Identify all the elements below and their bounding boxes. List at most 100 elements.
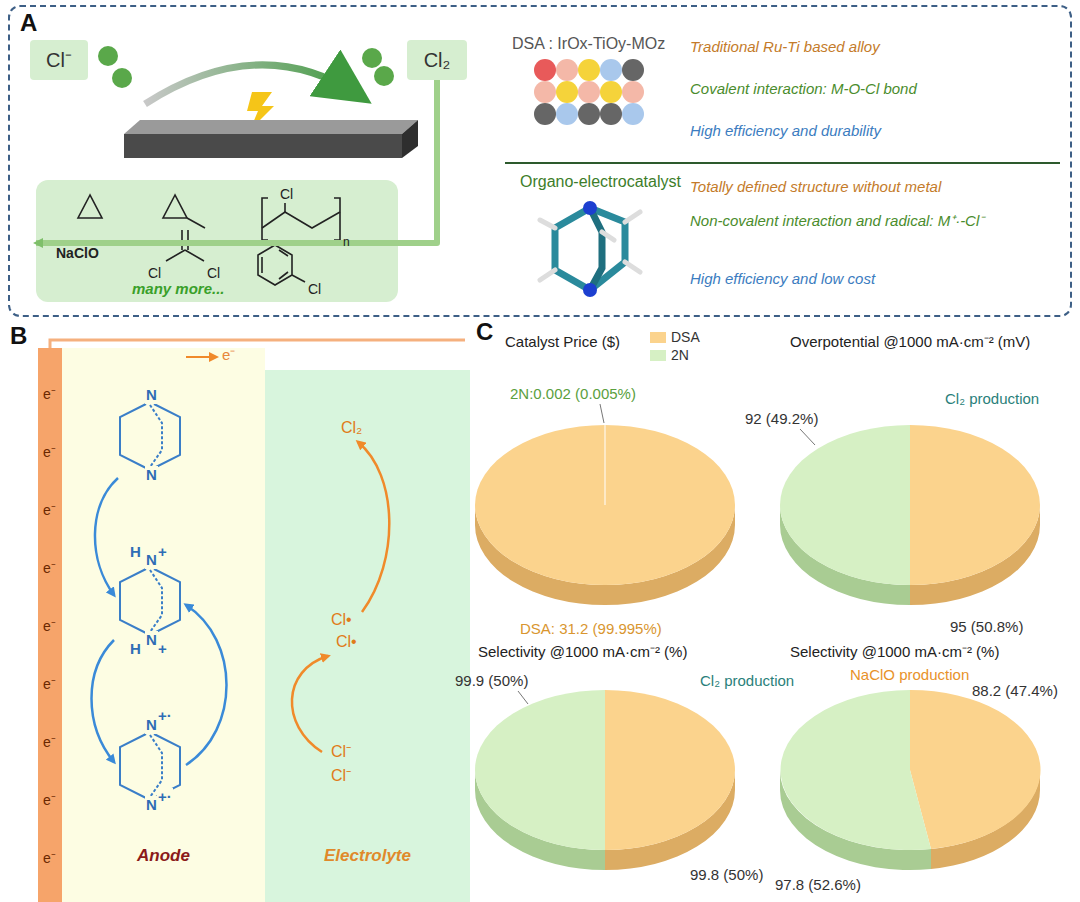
path-shape <box>292 656 328 752</box>
text-holder: N <box>145 551 158 569</box>
text-holder: Selectivity @1000 mA·cm⁻² (%) <box>478 643 687 661</box>
text-label: Organo-electrocatalyst <box>520 172 681 191</box>
path-shape <box>120 404 180 468</box>
text-holder: N <box>145 796 158 814</box>
text-label: Cl <box>148 265 161 282</box>
text-label: + <box>157 543 168 561</box>
legend: DSA2N <box>650 328 700 364</box>
text-holder: Cl <box>207 264 220 282</box>
circle-shape <box>622 59 644 81</box>
text-label: H <box>129 640 142 658</box>
path-shape <box>262 198 340 240</box>
circle-shape <box>112 68 132 88</box>
rect-shape <box>265 370 470 902</box>
node-text: Cl₂ <box>424 48 451 72</box>
polygon-shape <box>78 195 102 218</box>
circle-shape <box>600 59 622 81</box>
text-label: e⁻ <box>43 560 56 577</box>
text-holder: N <box>145 631 158 649</box>
text-label: + <box>157 640 168 658</box>
text-holder: e⁻ <box>43 559 56 577</box>
product-box: Cl₂ <box>407 40 467 80</box>
text-holder: + <box>157 543 168 561</box>
text-label: NaClO production <box>850 666 969 684</box>
line-shape <box>518 691 528 704</box>
circle-shape <box>556 59 578 81</box>
text-label: e⁻ <box>43 734 56 751</box>
line-shape <box>505 162 1060 164</box>
text-holder: +· <box>157 788 173 806</box>
line-shape <box>605 425 606 505</box>
text-label: A <box>20 9 37 38</box>
text-holder: + <box>157 640 168 658</box>
text-holder: DSA: 31.2 (99.995%) <box>520 620 662 638</box>
legend-row: DSA <box>650 328 700 346</box>
text-holder: 88.2 (47.4%) <box>972 682 1058 700</box>
text-holder: H <box>129 640 142 658</box>
path-shape <box>555 208 590 290</box>
text-holder: 2N:0.002 (0.005%) <box>510 385 636 403</box>
text-label: N <box>145 386 158 404</box>
text-label: B <box>10 322 27 351</box>
circle-shape <box>362 48 382 68</box>
text-label: +· <box>157 788 173 806</box>
text-label: Electrolyte <box>324 846 411 866</box>
path-shape <box>590 208 602 290</box>
path-shape <box>475 690 605 850</box>
text-label: 99.9 (50%) <box>455 672 528 690</box>
text-label: N <box>145 716 158 734</box>
text-holder: Selectivity @1000 mA·cm⁻² (%) <box>790 643 999 661</box>
text-holder: Cl <box>308 280 321 298</box>
text-holder: High efficiency and low cost <box>690 270 875 288</box>
polygon-shape <box>163 195 187 218</box>
text-holder: n <box>343 232 350 250</box>
text-holder: Non-covalent interaction and radical: M⁺… <box>690 212 1020 230</box>
text-holder: 97.8 (52.6%) <box>775 876 861 894</box>
text-holder: Covalent interaction: M-O-Cl bond <box>690 80 917 98</box>
text-holder: Cl <box>148 264 161 282</box>
circle-shape <box>534 103 556 125</box>
text-holder: High efficiency and durability <box>690 122 881 140</box>
text-label: e⁻ <box>43 444 56 461</box>
circle-shape <box>556 103 578 125</box>
legend-text: DSA <box>671 329 700 346</box>
ellipse-shape <box>475 425 735 585</box>
text-label: Cl₂ production <box>945 390 1039 408</box>
text-holder: e⁻ <box>43 791 56 809</box>
text-label: 2N:0.002 (0.005%) <box>510 385 636 403</box>
circle-shape <box>556 81 578 103</box>
text-holder: Electrolyte <box>265 846 470 866</box>
text-holder: e⁻ <box>43 617 56 635</box>
text-label: NaClO <box>56 245 99 262</box>
rect-shape <box>38 348 62 902</box>
polygon-shape <box>402 120 418 158</box>
text-label: Cl• <box>335 632 358 651</box>
text-holder: 95 (50.8%) <box>950 618 1023 636</box>
circle-shape <box>578 81 600 103</box>
circle-shape <box>98 46 118 66</box>
path-shape <box>781 690 931 850</box>
text-label: e⁻ <box>43 618 56 635</box>
path-shape <box>92 640 115 762</box>
text-label: Totally defined structure without metal <box>690 178 941 196</box>
path-shape <box>910 690 1041 849</box>
text-holder: +· <box>157 707 173 725</box>
circle-shape <box>583 283 597 297</box>
text-label: e⁻ <box>222 346 235 364</box>
text-holder: Organo-electrocatalyst <box>520 172 681 191</box>
text-holder: Cl₂ <box>340 418 363 437</box>
text-holder: Cl• <box>335 632 358 651</box>
path-shape <box>150 570 162 632</box>
text-label: Catalyst Price ($) <box>505 333 620 351</box>
text-label: e⁻ <box>43 386 56 403</box>
text-holder: e⁻ <box>43 385 56 403</box>
text-label: 97.8 (52.6%) <box>775 876 861 894</box>
legend-swatch <box>650 350 666 361</box>
path-shape <box>150 405 162 467</box>
ion-box: Cl⁻ <box>30 40 88 80</box>
polygon-shape <box>124 120 418 134</box>
text-label: +· <box>157 707 173 725</box>
dabco-model <box>540 201 640 297</box>
